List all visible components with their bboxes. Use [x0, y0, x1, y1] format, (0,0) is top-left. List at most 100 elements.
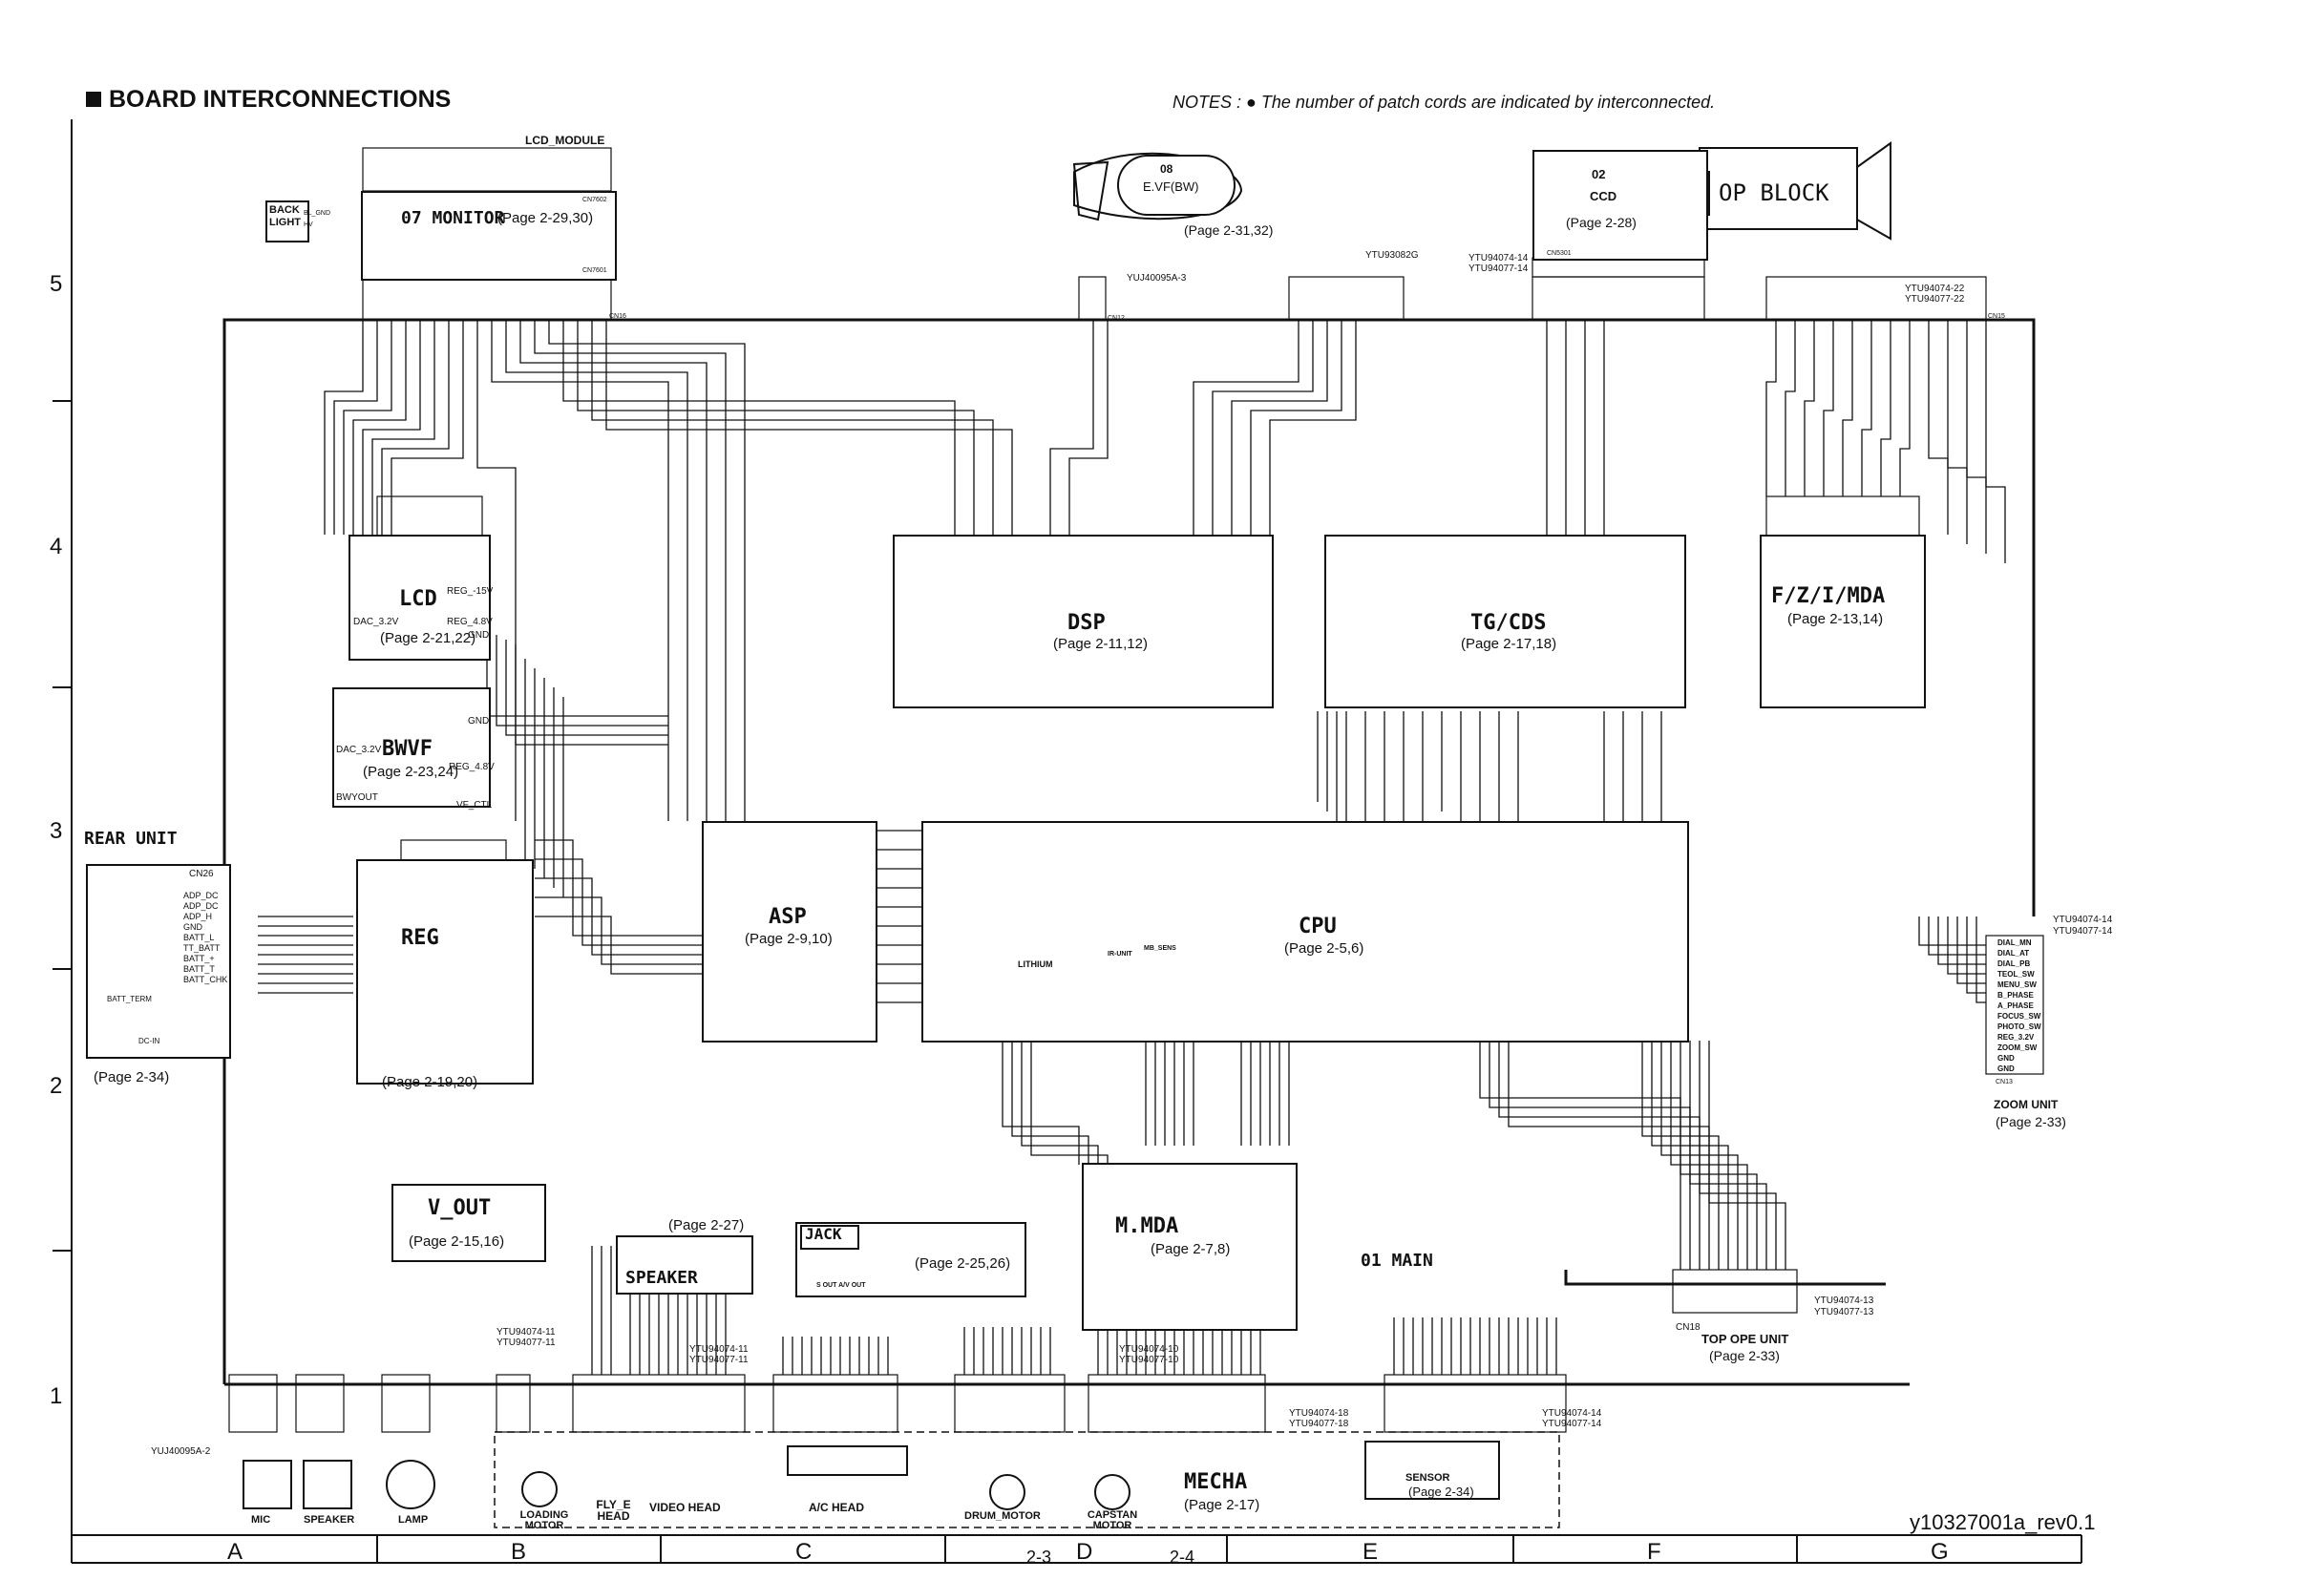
zoom-unit-pin: DIAL_MN: [1997, 938, 2032, 947]
rear-unit-pin: ADP_DC: [183, 891, 219, 900]
lcd-module-label: LCD_MODULE: [525, 134, 605, 147]
evf-shape: [1073, 152, 1243, 221]
title-text: BOARD INTERCONNECTIONS: [109, 86, 452, 113]
loading-motor-symbol: [521, 1471, 558, 1507]
bwvf-board-page: (Page 2-23,24): [363, 764, 459, 780]
fly-e-head-label: FLY_E HEAD: [596, 1498, 631, 1523]
zoom-unit-cord-2: YTU94077-14: [2053, 926, 2113, 937]
zoom-unit-pin: MENU_SW: [1997, 980, 2037, 989]
reg-board-name: REG: [401, 926, 439, 950]
mecha-name: MECHA: [1184, 1470, 1248, 1494]
zoom-unit-pin: FOCUS_SW: [1997, 1012, 2041, 1021]
mecha-page: (Page 2-17): [1184, 1497, 1260, 1513]
bwvf-board-name: BWVF: [382, 737, 433, 761]
page-title: BOARD INTERCONNECTIONS: [86, 86, 451, 114]
zoom-unit-name: ZOOM UNIT: [1994, 1098, 2059, 1111]
reg-board-page: (Page 2-19,20): [382, 1074, 478, 1090]
jack-label-box: [800, 1225, 859, 1250]
zoom-unit-pin: B_PHASE: [1997, 991, 2034, 1000]
cord-label: YTU94077-10: [1119, 1355, 1179, 1365]
lcd-module-connector: CN7602: [582, 197, 607, 203]
reg-board: [356, 859, 534, 1085]
mic-symbol: [243, 1460, 292, 1509]
loading-motor-label: LOADING MOTOR: [519, 1509, 569, 1531]
back-light-pin: HV: [304, 221, 313, 228]
evf-eyepiece: [1072, 160, 1109, 221]
drum-motor-symbol: [989, 1474, 1025, 1510]
cord-label: YTU94074-18: [1289, 1408, 1349, 1419]
asp-board-name: ASP: [769, 905, 807, 929]
fzimda-connector: CN15: [1988, 313, 2005, 320]
row-label: 3: [50, 818, 62, 844]
dsp-board: [893, 535, 1274, 708]
zoom-unit-connector: CN13: [1996, 1079, 2013, 1085]
jack-board-name: JACK: [805, 1225, 842, 1243]
zoom-unit-page: (Page 2-33): [1996, 1114, 2066, 1129]
drum-motor-label: DRUM_MOTOR: [964, 1510, 1041, 1522]
mecha-enclosure: [494, 1431, 1560, 1528]
lcd-pin: REG_-15V: [447, 586, 494, 597]
lamp-label: LAMP: [398, 1514, 429, 1526]
lcd-module-connector: CN7601: [582, 267, 607, 274]
cord-label: YTU94077-11: [496, 1338, 556, 1348]
video-head-label: VIDEO HEAD: [649, 1501, 721, 1514]
jack-board-page: (Page 2-25,26): [915, 1255, 1011, 1272]
rear-unit-page: (Page 2-34): [94, 1069, 170, 1085]
evf-name: E.VF(BW): [1143, 179, 1199, 194]
title-square-icon: [86, 92, 101, 107]
cord-label: YTU94077-14: [1542, 1419, 1602, 1429]
lamp-symbol: [386, 1460, 435, 1509]
monitor-board-name: 07 MONITOR: [401, 208, 505, 228]
revision-label: y10327001a_rev0.1: [1910, 1510, 2096, 1534]
back-light-box: [265, 200, 309, 242]
mmda-board-page: (Page 2-7,8): [1151, 1241, 1231, 1257]
fzimda-cord-1: YTU94074-22: [1905, 284, 1965, 294]
main-board-outline: [222, 318, 2036, 1386]
tg-cds-board: [1324, 535, 1686, 708]
ccd-cord-1: YTU94074-14: [1468, 253, 1529, 263]
rear-unit-pin: BATT_+: [183, 954, 215, 963]
jack-outputs-label: S OUT A/V OUT: [816, 1282, 866, 1289]
back-light-pin: BL_GND: [304, 210, 331, 217]
v-out-board: [391, 1184, 546, 1262]
dsp-board-page: (Page 2-11,12): [1053, 636, 1148, 652]
bwvf-pin: BWYOUT: [336, 792, 378, 803]
ac-head-symbol: [787, 1445, 908, 1476]
column-label: F: [1647, 1539, 1661, 1565]
lcd-pin: REG_4.8V: [447, 617, 493, 627]
evf-code: 08: [1160, 162, 1173, 176]
op-block-name: OP BLOCK: [1719, 179, 1829, 206]
cpu-board-name: CPU: [1299, 915, 1337, 938]
main-board-name: 01 MAIN: [1361, 1251, 1433, 1271]
speaker-label: SPEAKER: [304, 1514, 355, 1526]
jack-board: [795, 1222, 1026, 1297]
lcd-pin: DAC_3.2V: [353, 617, 399, 627]
lcd-board: [349, 535, 491, 661]
rear-unit-connector: CN26: [189, 869, 214, 879]
rear-unit-pin: BATT_CHK: [183, 975, 228, 984]
sensor-name: SENSOR: [1405, 1472, 1450, 1484]
fzimda-board: [1760, 535, 1926, 708]
zoom-unit-pin: GND: [1997, 1054, 2015, 1063]
grid-labels: 5 4 3 2 1 A B C D E F G 2-3 2-4: [50, 271, 1949, 1567]
zoom-unit-pin: REG_3.2V: [1997, 1033, 2035, 1042]
column-label: B: [511, 1539, 526, 1565]
lcd-module-connector: CN16: [609, 313, 626, 320]
cord-label: YTU94077-18: [1289, 1419, 1349, 1429]
dsp-board-name: DSP: [1067, 611, 1106, 635]
zoom-unit-pin: GND: [1997, 1064, 2015, 1073]
zoom-unit-cord-1: YTU94074-14: [2053, 915, 2113, 925]
page-mark: 2-4: [1170, 1548, 1194, 1567]
lithium-label: LITHIUM: [1018, 959, 1053, 969]
column-label: G: [1931, 1539, 1949, 1565]
cpu-board: [921, 821, 1689, 1043]
mic-label: MIC: [251, 1514, 271, 1526]
evf-connector: CN12: [1108, 315, 1125, 322]
zoom-unit-pin: DIAL_AT: [1997, 949, 2030, 958]
top-ope-name: TOP OPE UNIT: [1701, 1332, 1789, 1346]
top-ope-cord-1: YTU94074-13: [1814, 1296, 1874, 1306]
rear-unit-name: REAR UNIT: [84, 829, 178, 849]
ccd-cord-2: YTU94077-14: [1468, 263, 1529, 274]
sensor-page: (Page 2-34): [1408, 1485, 1474, 1499]
